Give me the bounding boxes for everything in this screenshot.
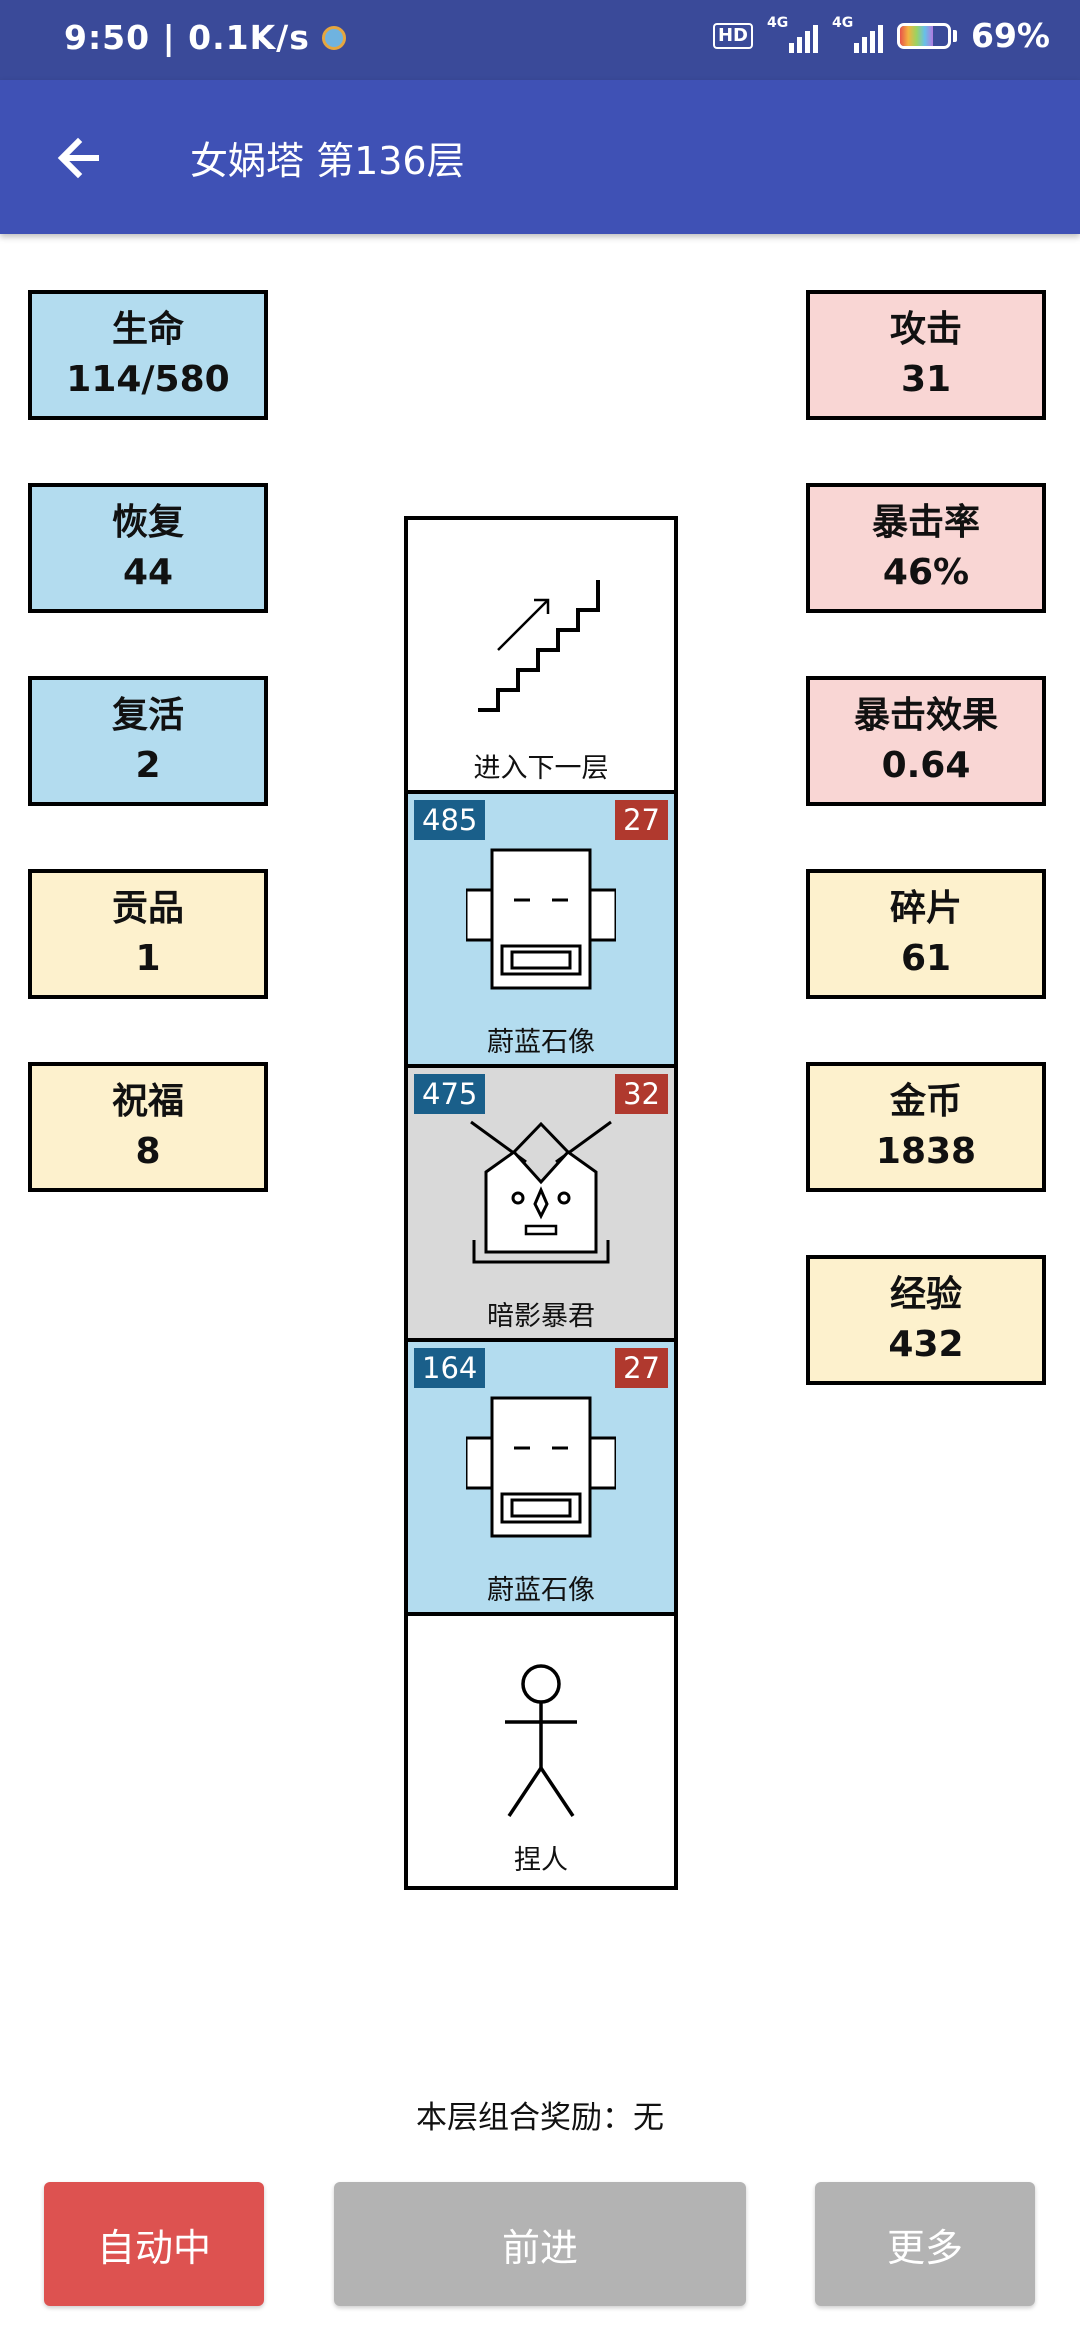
enemy-attack-badge: 27 xyxy=(615,1348,668,1388)
stairs-label: 进入下一层 xyxy=(473,753,609,784)
stat-crit-rate: 暴击率 46% xyxy=(806,483,1046,613)
enemy-attack-badge: 32 xyxy=(615,1074,668,1114)
back-arrow-icon[interactable] xyxy=(52,128,112,188)
stat-gold: 金币 1838 xyxy=(806,1062,1046,1192)
stat-label: 经验 xyxy=(889,1274,962,1315)
page-title: 女娲塔 第136层 xyxy=(190,139,465,183)
stick-figure-icon xyxy=(505,1664,577,1817)
stat-value: 1838 xyxy=(875,1131,977,1172)
stat-value: 46% xyxy=(882,552,970,593)
enemy-cell[interactable]: 475 32 暗影暴君 xyxy=(408,1068,674,1342)
forward-button[interactable]: 前进 xyxy=(334,2182,746,2306)
battery-icon xyxy=(897,22,951,49)
network-type-1: 4G xyxy=(767,14,789,31)
stat-value: 432 xyxy=(888,1324,964,1365)
enemy-hp-badge: 475 xyxy=(414,1074,486,1114)
stat-value: 114/580 xyxy=(66,359,230,400)
stat-value: 31 xyxy=(900,359,952,400)
stat-fragments: 碎片 61 xyxy=(806,869,1046,999)
stat-label: 暴击效果 xyxy=(853,695,998,736)
floor-combo-reward: 本层组合奖励：无 xyxy=(416,2100,664,2136)
more-button[interactable]: 更多 xyxy=(815,2182,1035,2306)
network-type-2: 4G xyxy=(832,14,854,31)
status-time-speed: 9:50 | 0.1K/s xyxy=(64,18,346,57)
signal-1-icon: 4G xyxy=(767,15,818,53)
stat-tribute: 贡品 1 xyxy=(28,869,268,999)
tower-column: 进入下一层 485 27 蔚蓝石像 475 32 暗影暴君 xyxy=(404,516,678,1890)
stat-hp: 生命 114/580 xyxy=(28,290,268,420)
enemy-hp-badge: 485 xyxy=(414,800,486,840)
stat-value: 8 xyxy=(135,1131,161,1172)
shadow-tyrant-icon xyxy=(470,1120,612,1264)
stat-crit-effect: 暴击效果 0.64 xyxy=(806,676,1046,806)
enemy-cell[interactable]: 485 27 蔚蓝石像 xyxy=(408,794,674,1068)
enemy-attack-badge: 27 xyxy=(615,800,668,840)
enemy-name: 蔚蓝石像 xyxy=(487,1575,595,1606)
stat-value: 44 xyxy=(122,552,174,593)
stairs-cell[interactable]: 进入下一层 xyxy=(408,520,674,794)
stat-label: 恢复 xyxy=(111,502,184,543)
enemy-name: 暗影暴君 xyxy=(487,1301,595,1332)
stat-value: 1 xyxy=(135,938,161,979)
stone-statue-icon xyxy=(466,1396,616,1538)
battery-tip xyxy=(953,29,957,42)
status-icons: HD 4G 4G 69% xyxy=(712,15,1050,55)
player-cell[interactable]: 捏人 xyxy=(408,1616,674,1886)
stat-revive: 复活 2 xyxy=(28,676,268,806)
enemy-name: 蔚蓝石像 xyxy=(487,1027,595,1058)
stairs-icon xyxy=(478,580,600,712)
stat-value: 0.64 xyxy=(881,745,971,786)
stat-regen: 恢复 44 xyxy=(28,483,268,613)
stat-label: 碎片 xyxy=(889,888,962,929)
stat-label: 生命 xyxy=(111,309,184,350)
time-speed-text: 9:50 | 0.1K/s xyxy=(64,18,310,57)
enemy-hp-badge: 164 xyxy=(414,1348,486,1388)
stone-statue-icon xyxy=(466,848,616,990)
stat-label: 金币 xyxy=(889,1081,962,1122)
stat-label: 攻击 xyxy=(889,309,962,350)
stat-value: 61 xyxy=(900,938,952,979)
stat-blessing: 祝福 8 xyxy=(28,1062,268,1192)
signal-2-icon: 4G xyxy=(832,15,883,53)
stat-value: 2 xyxy=(135,745,161,786)
stat-label: 贡品 xyxy=(111,888,184,929)
stat-experience: 经验 432 xyxy=(806,1255,1046,1385)
stat-label: 祝福 xyxy=(111,1081,184,1122)
battery-percent: 69% xyxy=(971,16,1050,55)
stat-label: 暴击率 xyxy=(871,502,980,543)
enemy-cell[interactable]: 164 27 蔚蓝石像 xyxy=(408,1342,674,1616)
player-name: 捏人 xyxy=(514,1845,568,1876)
stat-attack: 攻击 31 xyxy=(806,290,1046,420)
app-bar: 女娲塔 第136层 xyxy=(0,80,1080,234)
hd-icon: HD xyxy=(712,22,753,49)
auto-button[interactable]: 自动中 xyxy=(44,2182,264,2306)
stat-label: 复活 xyxy=(111,695,184,736)
app-notification-icon xyxy=(321,25,346,50)
status-bar: 9:50 | 0.1K/s HD 4G 4G 69% xyxy=(0,0,1080,80)
